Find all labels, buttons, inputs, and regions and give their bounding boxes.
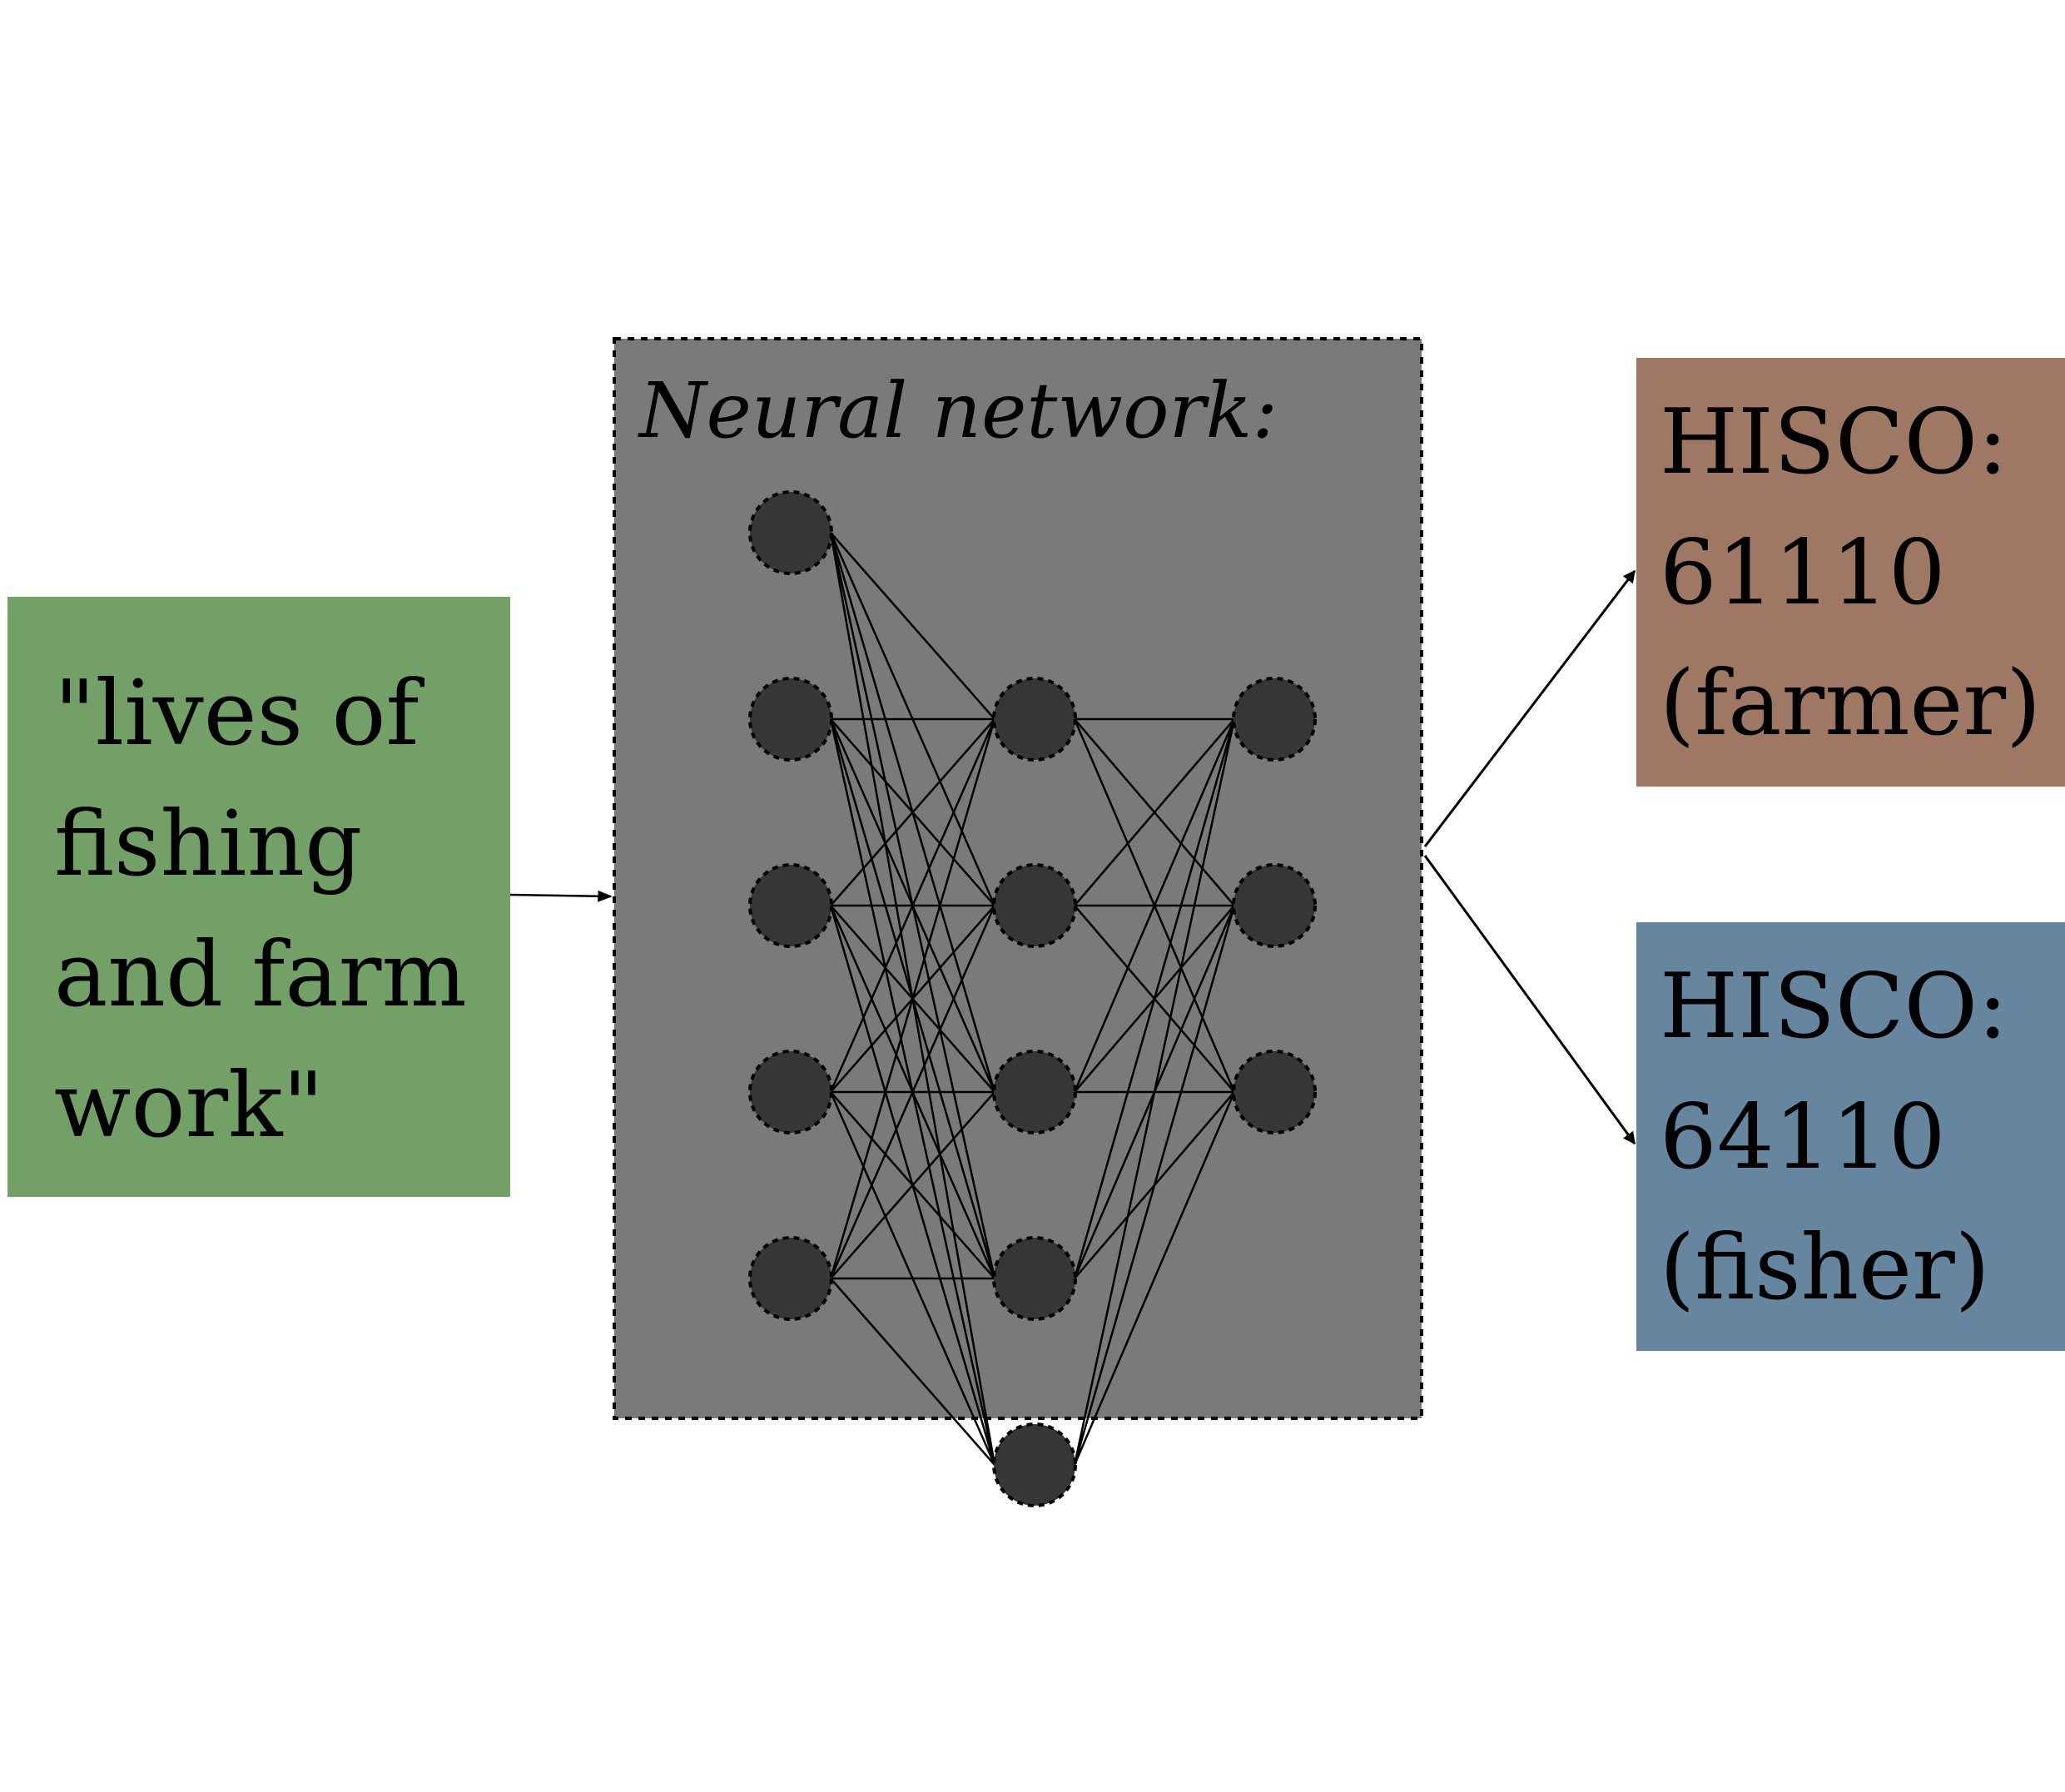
network-node-layer1 bbox=[748, 1050, 833, 1134]
input-text-line: "lives of bbox=[54, 662, 419, 766]
network-node-layer2 bbox=[992, 1422, 1077, 1507]
network-edge bbox=[1073, 718, 1236, 1279]
network-node-layer1 bbox=[748, 863, 833, 948]
input-text-line: and farm bbox=[54, 923, 467, 1027]
output-box-fisher: HISCO: 64110 (fisher) bbox=[1636, 922, 2065, 1351]
network-node-layer3 bbox=[1232, 677, 1317, 762]
network-node-layer1 bbox=[748, 1236, 833, 1321]
network-edge bbox=[1073, 1091, 1236, 1466]
output-text-line: HISCO: bbox=[1660, 390, 2008, 494]
network-edge bbox=[829, 718, 996, 1093]
output-text-line: (fisher) bbox=[1660, 1216, 1990, 1320]
network-node-layer3 bbox=[1232, 863, 1317, 948]
input-text-line: fishing bbox=[54, 792, 363, 896]
output-text-line: HISCO: bbox=[1660, 955, 2008, 1059]
output-text-line: (farmer) bbox=[1660, 652, 2042, 756]
network-node-layer1 bbox=[748, 677, 833, 762]
network-connections bbox=[829, 532, 1236, 1466]
output-box-farmer: HISCO: 61110 (farmer) bbox=[1636, 358, 2065, 787]
output-text-line: 64110 bbox=[1660, 1085, 1946, 1189]
output-text-line: 61110 bbox=[1660, 521, 1946, 625]
input-text-line: work" bbox=[54, 1054, 325, 1158]
network-edge bbox=[830, 718, 995, 906]
network-edge bbox=[830, 532, 995, 720]
network-node-layer2 bbox=[992, 1236, 1077, 1321]
output-arrow-farmer bbox=[1423, 569, 1636, 847]
network-node-layer1 bbox=[748, 490, 833, 575]
network-nodes bbox=[748, 490, 1317, 1507]
network-edge bbox=[1073, 718, 1236, 1466]
network-node-layer2 bbox=[992, 863, 1077, 948]
input-arrow bbox=[509, 890, 613, 902]
input-text-box: "lives of fishing and farm work" bbox=[7, 597, 510, 1197]
network-node-layer2 bbox=[992, 677, 1077, 762]
network-edge bbox=[1073, 905, 1236, 1466]
output-arrow-fisher bbox=[1423, 855, 1636, 1145]
network-node-layer3 bbox=[1232, 1050, 1317, 1134]
neural-network-title: Neural network: bbox=[639, 366, 1278, 455]
network-edge bbox=[830, 1091, 995, 1279]
network-edge bbox=[829, 905, 996, 1279]
network-node-layer2 bbox=[992, 1050, 1077, 1134]
network-edge bbox=[830, 1278, 995, 1466]
network-edge bbox=[1074, 718, 1235, 906]
network-edge bbox=[829, 718, 996, 1279]
network-edge bbox=[1073, 718, 1236, 1093]
